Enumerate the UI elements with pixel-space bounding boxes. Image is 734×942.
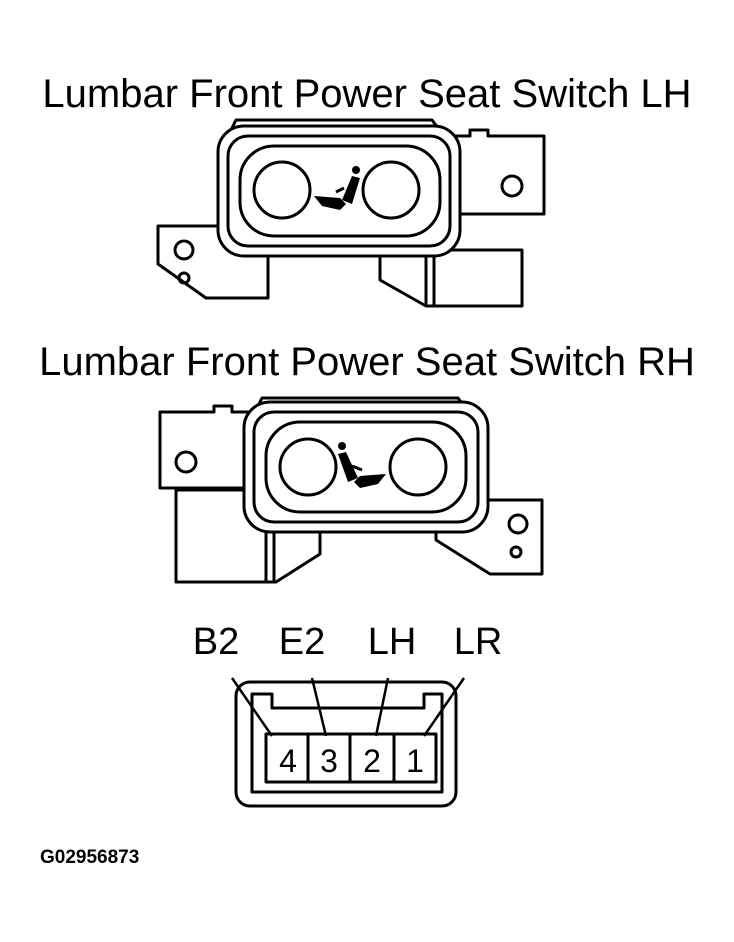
leader-line	[422, 677, 466, 737]
connector-housing	[234, 680, 458, 808]
knob-icon	[388, 437, 448, 497]
switch-lh-title: Lumbar Front Power Seat Switch LH	[42, 72, 692, 116]
figure-reference-code: G02956873	[40, 847, 140, 868]
terminal-label-e2: E2	[279, 621, 325, 663]
lumbar-seat-icon	[314, 166, 360, 210]
mount-hole-icon	[500, 174, 524, 198]
mount-hole-icon	[177, 271, 191, 285]
leader-line	[374, 677, 390, 737]
leader-line	[310, 677, 328, 737]
pin-number: 2	[363, 743, 381, 779]
mount-hole-icon	[173, 239, 195, 261]
mount-hole-icon	[509, 545, 523, 559]
connector-drawing: B2 E2 LH LR 4 3 2 1	[193, 621, 503, 808]
knob-icon	[252, 160, 312, 220]
switch-lh-drawing	[156, 118, 546, 308]
mount-hole-icon	[174, 450, 198, 474]
pin-number: 3	[320, 743, 338, 779]
leader-line	[230, 677, 274, 737]
pin-number: 1	[406, 743, 424, 779]
pin-number: 4	[279, 743, 297, 779]
switch-rh-title: Lumbar Front Power Seat Switch RH	[39, 340, 695, 384]
lumbar-seat-icon	[338, 442, 386, 488]
switch-rh-drawing	[158, 396, 544, 584]
terminal-label-lh: LH	[368, 621, 417, 663]
knob-icon	[278, 437, 338, 497]
terminal-label-lr: LR	[454, 621, 503, 663]
knob-icon	[361, 160, 421, 220]
terminal-label-b2: B2	[193, 621, 239, 663]
mount-hole-icon	[507, 513, 529, 535]
